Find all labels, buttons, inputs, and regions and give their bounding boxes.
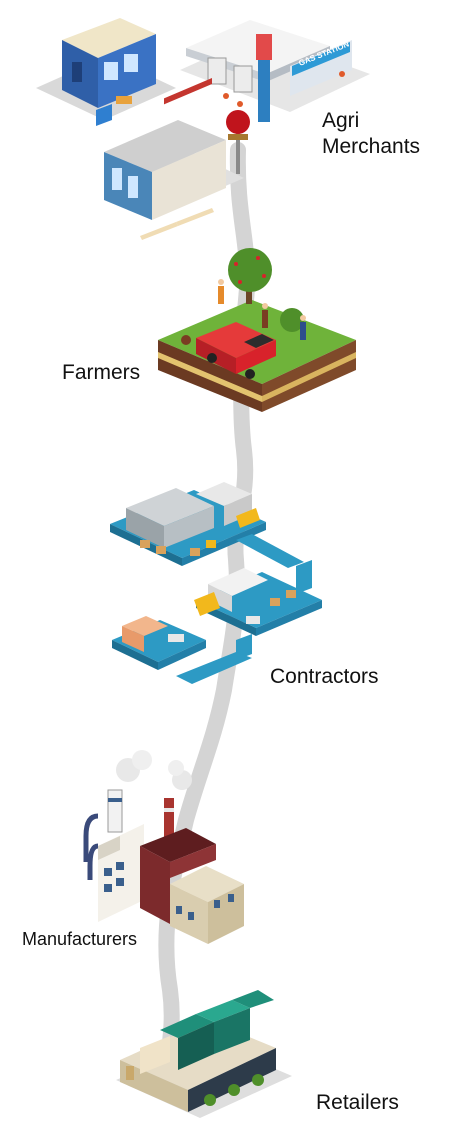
- retail-store-icon: [116, 990, 292, 1118]
- warehouse-logistics-icon: [110, 482, 322, 684]
- label-farmers: Farmers: [62, 361, 141, 384]
- agri-merchants-buildings-icon: GAS STATION: [36, 18, 370, 240]
- label-contractors: Contractors: [270, 665, 379, 688]
- factory-icon: [83, 750, 244, 944]
- label-agri-merchants: Agri Merchants: [322, 109, 421, 158]
- farm-field-icon: [158, 248, 356, 412]
- label-manufacturers: Manufacturers: [22, 929, 138, 949]
- label-retailers: Retailers: [316, 1091, 399, 1114]
